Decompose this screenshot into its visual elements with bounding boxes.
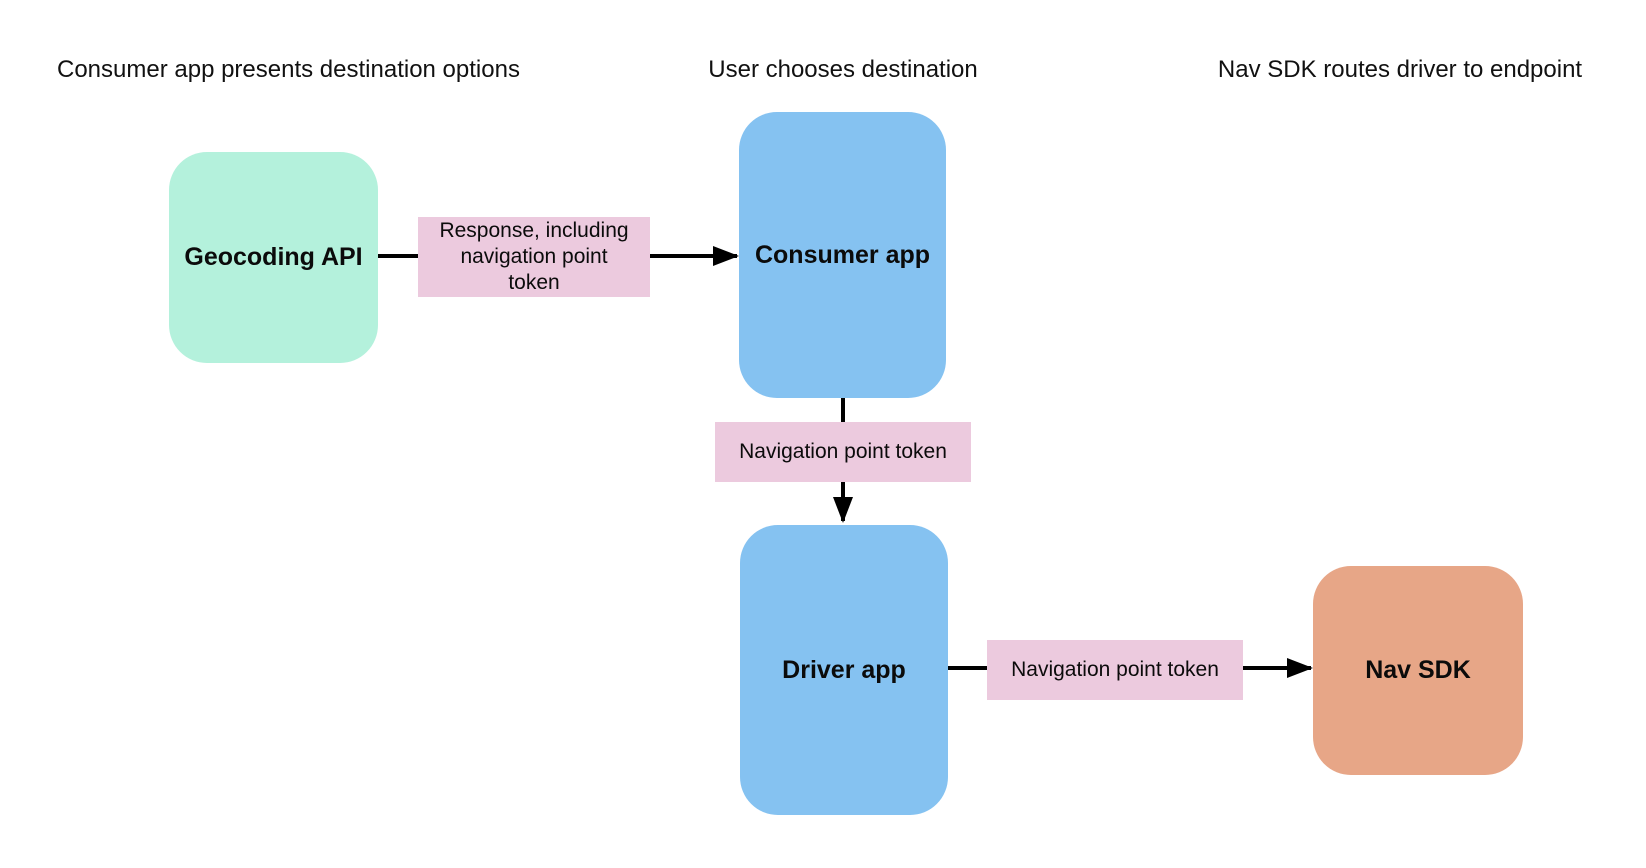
edge-label-navigation-point-token-vertical: Navigation point token [715, 422, 971, 482]
node-consumer-app-label: Consumer app [754, 240, 931, 269]
node-consumer-app: Consumer app [739, 112, 946, 398]
edge-label-navigation-point-token-horizontal: Navigation point token [987, 640, 1243, 700]
edge-label-response-including-token: Response, including navigation point tok… [418, 217, 650, 297]
node-geocoding-api: Geocoding API [169, 152, 378, 363]
column-header-consumer-presents: Consumer app presents destination option… [57, 56, 520, 83]
column-header-user-chooses: User chooses destination [708, 56, 978, 83]
node-geocoding-api-label: Geocoding API [184, 243, 363, 271]
node-nav-sdk: Nav SDK [1313, 566, 1523, 775]
node-driver-app: Driver app [740, 525, 948, 815]
column-header-nav-sdk-routes: Nav SDK routes driver to endpoint [1217, 56, 1583, 83]
node-nav-sdk-label: Nav SDK [1365, 656, 1471, 684]
node-driver-app-label: Driver app [782, 655, 906, 684]
